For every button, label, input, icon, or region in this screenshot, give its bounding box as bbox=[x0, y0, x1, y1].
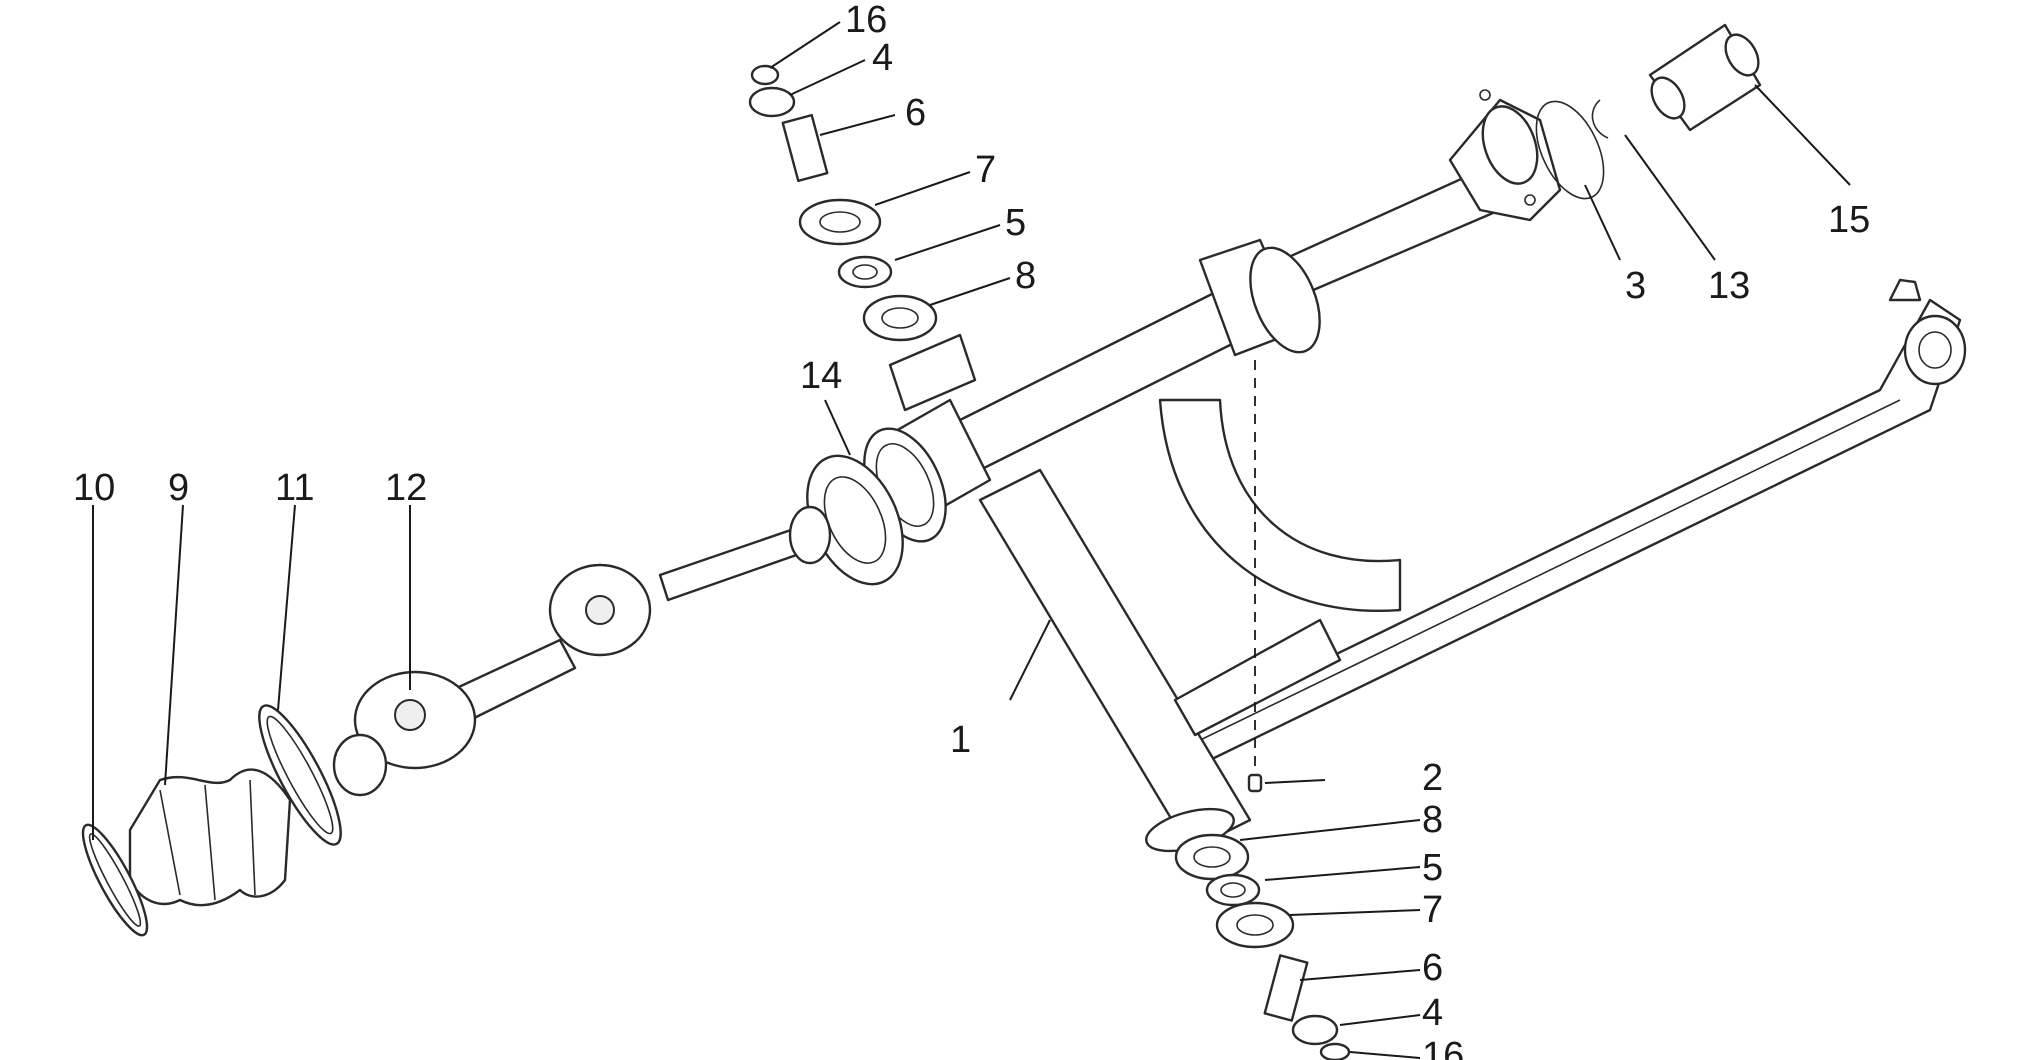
callout-1: 1 bbox=[950, 719, 971, 761]
callout-14: 14 bbox=[800, 355, 842, 397]
callout-8-bottom: 8 bbox=[1422, 799, 1443, 841]
callout-7-top: 7 bbox=[975, 149, 996, 191]
clamp-11 bbox=[258, 704, 342, 846]
callout-7-bottom: 7 bbox=[1422, 889, 1443, 931]
callout-10: 10 bbox=[73, 467, 115, 509]
rubber-boot-9 bbox=[128, 768, 292, 907]
upper-pivot-stack bbox=[748, 64, 938, 342]
callout-8-top: 8 bbox=[1015, 255, 1036, 297]
callout-13: 13 bbox=[1708, 265, 1750, 307]
callout-5-top: 5 bbox=[1005, 202, 1026, 244]
callout-6-top: 6 bbox=[905, 92, 926, 134]
callout-6-bottom: 6 bbox=[1422, 947, 1443, 989]
callout-16-top: 16 bbox=[845, 0, 887, 41]
callout-5-bottom: 5 bbox=[1422, 847, 1443, 889]
clamp-10 bbox=[81, 823, 149, 937]
flange-parts bbox=[1535, 23, 1762, 200]
callout-4-top: 4 bbox=[872, 37, 893, 79]
callout-16-bottom: 16 bbox=[1422, 1035, 1464, 1060]
swingarm bbox=[863, 89, 1967, 853]
callout-11: 11 bbox=[275, 467, 314, 509]
callout-3: 3 bbox=[1625, 265, 1646, 307]
leader-lines bbox=[92, 21, 1851, 1059]
callout-4-bottom: 4 bbox=[1422, 992, 1443, 1034]
callout-labels: 16 4 6 7 5 8 14 1 2 8 5 7 6 4 16 3 13 15… bbox=[73, 0, 1870, 1060]
callout-2: 2 bbox=[1422, 757, 1443, 799]
callout-12: 12 bbox=[385, 467, 427, 509]
lower-pivot-stack bbox=[1174, 773, 1351, 1060]
drive-shaft bbox=[332, 505, 832, 797]
callout-15: 15 bbox=[1828, 199, 1870, 241]
callout-9: 9 bbox=[168, 467, 189, 509]
